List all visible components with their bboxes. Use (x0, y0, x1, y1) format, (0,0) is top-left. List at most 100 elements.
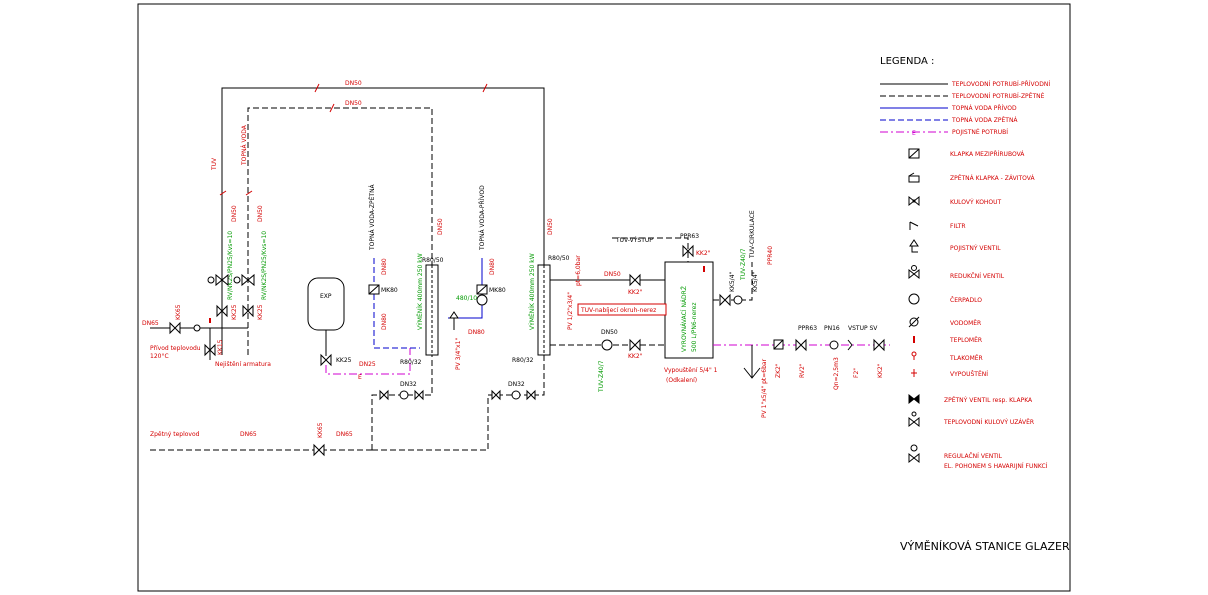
zpetny-teplovod-label: Zpětný teplovod (150, 431, 200, 438)
district-ball-valve-icon (908, 411, 920, 428)
qn-label: Qn=2,5m3 (833, 357, 840, 390)
dn50-label-e: DN50 (604, 271, 621, 278)
legend-line-label-2: TOPNÁ VODA PŘÍVOD (951, 104, 1017, 112)
ball-valve-kk25-b (242, 304, 254, 318)
legend-symbol-label-8: TEPLOMĚR (949, 336, 982, 344)
drawing-title: VÝMĚNÍKOVÁ STANICE GLAZER (900, 540, 1070, 553)
legend-symbol-label-10: VYPOUŠTĚNÍ (950, 370, 988, 378)
legend-symbol-label-7: VODOMĚR (950, 319, 981, 327)
pn16-label: PN16 (824, 325, 840, 332)
safety-valve-icon (909, 239, 919, 253)
mk80-label-b: MK80 (489, 287, 506, 294)
check-valve-threaded-icon (908, 172, 920, 183)
regulating-valve-b (233, 273, 255, 287)
dn32-label-a: DN32 (400, 381, 417, 388)
legend-symbol-label-13: REGULAČNÍ VENTIL (944, 453, 1003, 460)
dn32-fittings-a (379, 389, 424, 401)
kk15-label: KK15 (217, 339, 224, 355)
top-pipe-loops (219, 83, 545, 355)
tuv-nabijeci-box (577, 303, 667, 316)
dn80-label-c: DN80 (381, 313, 388, 330)
dn65-bottom-label1: DN65 (240, 431, 257, 438)
check-valve-zk2 (773, 339, 784, 350)
kk65-label: KK65 (175, 304, 182, 320)
zasobnik2-label: 500 L/PN6-nerez (691, 303, 698, 352)
kk2-top-label: KK2" (696, 250, 711, 257)
legend-symbol-label-14: EL. POHONEM S HAVARIJNÍ FUNKCÍ (944, 463, 1048, 470)
legend-symbol-label-3: FILTR (950, 223, 966, 230)
legend-symbol-label-0: KLAPKA MEZIPŘÍRUBOVÁ (950, 150, 1025, 158)
e-letter-label: E (358, 374, 362, 381)
legend-symbol-label-4: POJISTNÝ VENTIL (950, 245, 1001, 252)
ball-valve-kk15 (204, 343, 216, 357)
heat-exchanger-1 (425, 264, 439, 356)
ball-valve-kk2-a (629, 273, 641, 287)
rv2-label: RV2" (799, 363, 806, 378)
dn32-label-b: DN32 (508, 381, 525, 388)
topna-privod-vertical: TOPNÁ VODA-PŘÍVOD (478, 185, 486, 251)
kk25-label-a: KK25 (231, 304, 238, 320)
odkaleni-label: (Odkalení) (666, 377, 697, 384)
ball-valve-kk2-b (629, 338, 641, 352)
reducing-valve-icon (908, 265, 920, 280)
ball-valve-kk2-c (873, 338, 885, 352)
check-valve-icon (908, 393, 920, 405)
safety-valve-pv-c (743, 345, 761, 379)
legend-symbol-label-9: TLAKOMĚR (949, 354, 983, 362)
kk25-label-b: KK25 (257, 304, 264, 320)
kk54-label-b: KK5/4" (752, 271, 759, 292)
reducing-valve-rv2 (795, 338, 807, 352)
heat-exchanger-2 (537, 264, 551, 356)
legend-symbol-label-12: TEPLOVODNÍ KULOVÝ UZÁVĚR (943, 418, 1034, 426)
butterfly-valve-icon (908, 148, 920, 159)
dn50-label-top1: DN50 (345, 80, 362, 87)
legend-symbol-label-11: ZPĚTNÝ VENTIL resp. KLAPKA (944, 396, 1033, 404)
circulation-pump-small (733, 295, 743, 305)
circulation-pump-tuv (601, 339, 613, 351)
ppr40-label: PPR40 (767, 246, 774, 265)
r80-32-label-a: R80/32 (400, 359, 422, 366)
dn50-label-f: DN50 (601, 329, 618, 336)
pump-icon (908, 293, 920, 305)
dn50-label-a: DN50 (231, 205, 238, 222)
drawing-border (137, 3, 1071, 592)
dn50-label-top2: DN50 (345, 100, 362, 107)
legend-symbol-label-6: ČERPADLO (950, 297, 982, 304)
vstup-sv-label: VSTUP SV (848, 325, 878, 332)
kk65-bottom-label: KK65 (317, 422, 324, 438)
tuv-nabijeci-label: TUV-nabíjecí okruh-nerez (580, 307, 656, 314)
legend-safety-letter: E (912, 130, 916, 137)
vypousteni-label: Vypouštění 5/4" 1 (664, 367, 718, 374)
rv-label-a: RV/NK2S/PN25/Kvs=10 (227, 231, 234, 300)
zasobnik-label: VYROVNÁVACÍ NÁDRŽ (680, 286, 688, 352)
exp-label: EXP (320, 293, 332, 300)
ppr63-label-a: PPR63 (680, 233, 699, 240)
drain-icon (911, 369, 917, 377)
expansion-tank (307, 277, 345, 356)
legend-line-label-0: TEPLOVODNÍ POTRUBÍ-PŘÍVODNÍ (951, 80, 1050, 88)
ball-valve-kk2-top (682, 244, 694, 258)
pv-label-c: PV 1"x5/4" pt=6bar (761, 358, 768, 418)
kk2-label-b: KK2" (628, 353, 643, 360)
ball-valve-icon (908, 195, 920, 207)
water-meter-legend-icon (908, 316, 920, 328)
pressure-gauge-icon (911, 351, 917, 360)
dn50-label-d: DN50 (547, 218, 554, 235)
vymenik-label-b: VÝMĚNÍK 400mm 250 kW (528, 253, 536, 330)
kk25-exp-label: KK25 (336, 357, 352, 364)
legend-heading: LEGENDA : (880, 56, 934, 67)
legend: LEGENDA : E TEPLOVODNÍ POTRUBÍ-PŘÍVODNÍ … (880, 56, 1050, 470)
dn80-label-a: DN80 (381, 258, 388, 275)
tuv-pump-label: TUV-Z40/7 (598, 360, 605, 393)
legend-line-label-3: TOPNÁ VODA ZPĚTNÁ (951, 116, 1018, 124)
butterfly-valve-mk80-a (368, 284, 380, 295)
mk80-label-a: MK80 (381, 287, 398, 294)
dn50-label-c: DN50 (437, 218, 444, 235)
legend-symbol-label-2: KULOVÝ KOHOUT (950, 199, 1002, 206)
privod-temp-label: 120°C (150, 353, 169, 360)
regulating-valve-icon (908, 444, 920, 464)
topna-voda-vertical-label: TOPNÁ VODA (241, 124, 248, 166)
vymenik-label-a: VÝMĚNÍK 400mm 250 kW (416, 253, 424, 330)
kk2-label-a: KK2" (628, 289, 643, 296)
